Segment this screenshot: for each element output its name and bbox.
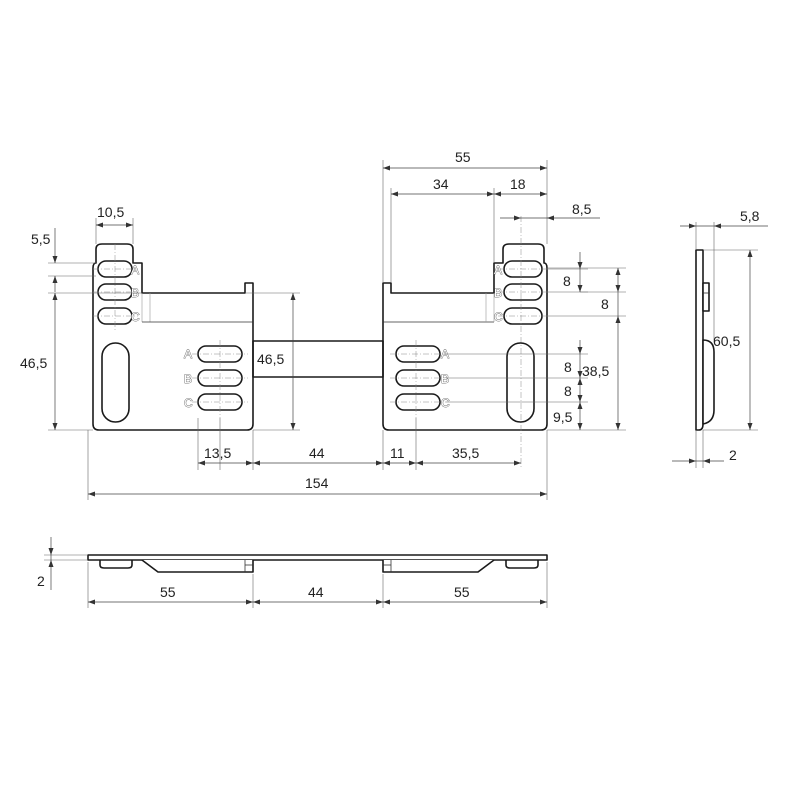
left-mid-label-c: C	[184, 396, 193, 410]
left-mid-label-a: A	[184, 347, 192, 361]
dim-5-8: 5,8	[740, 208, 760, 224]
dim-60-5: 60,5	[713, 333, 740, 349]
dim-35-5: 35,5	[452, 445, 479, 461]
dim-8-5: 8,5	[572, 201, 592, 217]
dim-11: 11	[390, 445, 405, 461]
dim-154: 154	[305, 475, 329, 491]
left-top-label-a: A	[131, 263, 139, 277]
bottom-plate	[87, 554, 548, 561]
dim-55-right: 55	[454, 584, 470, 600]
dim-46-5-mid: 46,5	[257, 351, 284, 367]
right-mid-label-a: A	[441, 347, 449, 361]
dim-13-5: 13,5	[204, 445, 231, 461]
right-vertical-slot	[506, 342, 535, 423]
center-bridge	[252, 340, 384, 378]
dim-8-c: 8	[564, 359, 572, 375]
left-vertical-slot	[101, 342, 130, 423]
right-top-label-b: B	[494, 286, 502, 300]
dim-55-left: 55	[160, 584, 176, 600]
front-dimensions: 10,5 5,5 46,5 46,5 13,5 44 11 35,	[20, 149, 626, 500]
right-mid-label-b: B	[441, 372, 449, 386]
dim-9-5: 9,5	[553, 409, 573, 425]
dim-5-5: 5,5	[31, 231, 51, 247]
dim-8-b: 8	[601, 296, 609, 312]
dim-34: 34	[433, 176, 449, 192]
dim-44-bottom: 44	[308, 584, 324, 600]
dim-18: 18	[510, 176, 526, 192]
left-top-label-c: C	[131, 310, 140, 324]
left-plate-outline	[92, 243, 254, 431]
dim-46-5-left: 46,5	[20, 355, 47, 371]
side-profile	[695, 249, 704, 431]
right-top-label-a: A	[494, 263, 502, 277]
dim-2-bottom: 2	[37, 573, 45, 589]
dim-38-5: 38,5	[582, 363, 609, 379]
dim-44-top: 44	[309, 445, 325, 461]
dim-8-a: 8	[563, 273, 571, 289]
right-top-label-c: C	[494, 310, 503, 324]
left-mid-label-b: B	[184, 372, 192, 386]
side-view: 5,8 60,5 2	[672, 208, 768, 468]
front-view: A B C A B C A B C A	[92, 216, 548, 468]
dim-10-5: 10,5	[97, 204, 124, 220]
dim-2-side: 2	[729, 447, 737, 463]
right-mid-label-c: C	[441, 396, 450, 410]
dim-8-d: 8	[564, 383, 572, 399]
bottom-view: 2 55 44 55	[37, 537, 548, 608]
dim-55-top: 55	[455, 149, 471, 165]
